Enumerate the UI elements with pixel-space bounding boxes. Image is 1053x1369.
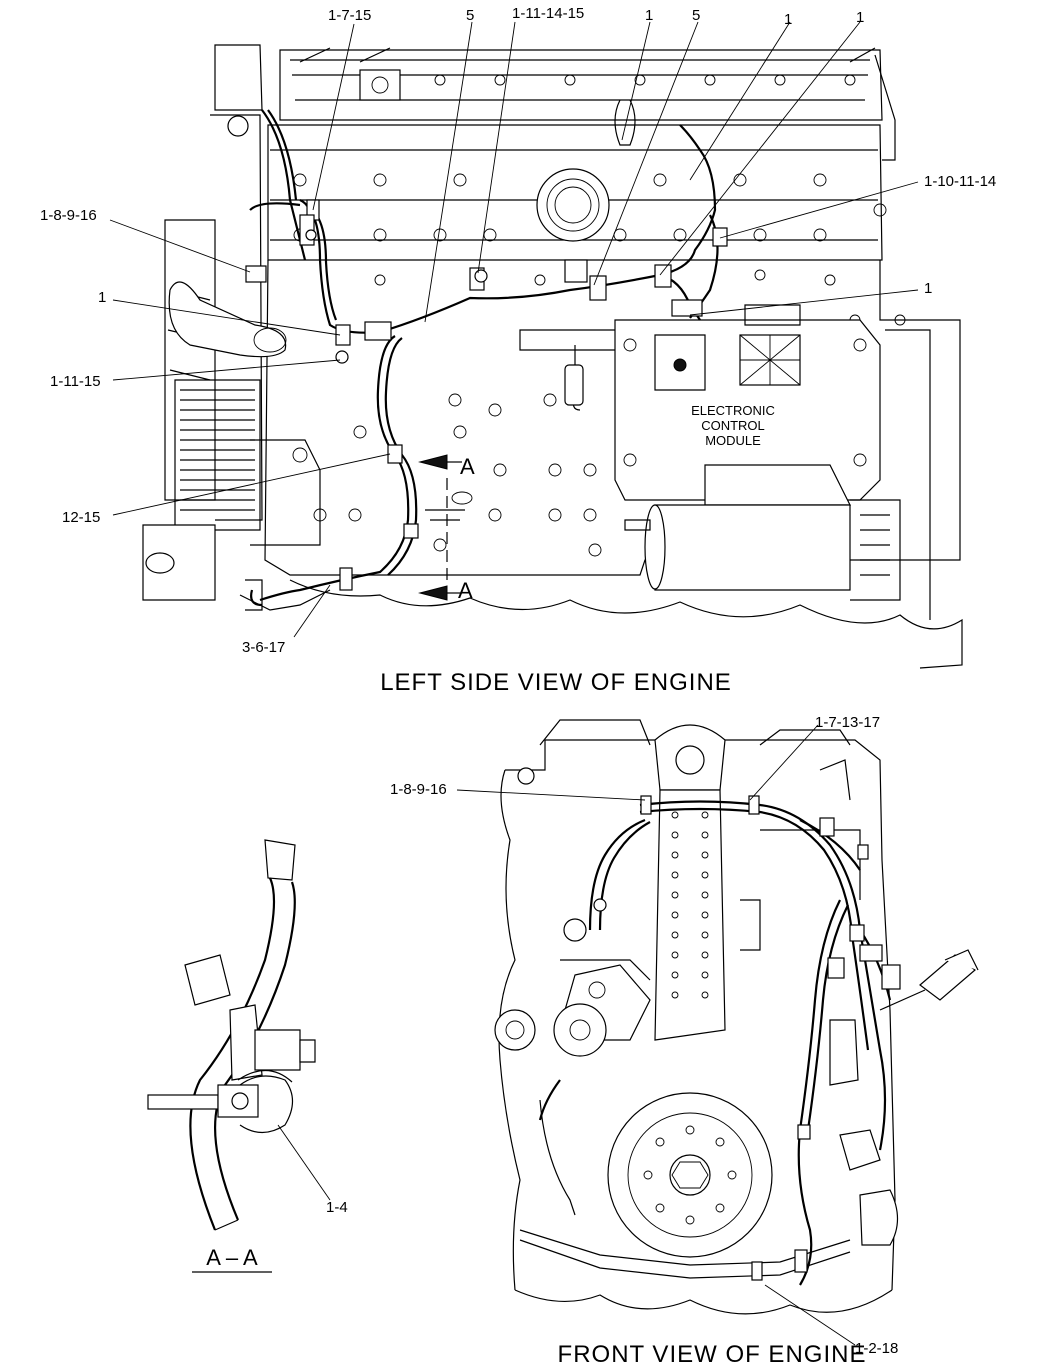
ecm-label-line-1: ELECTRONIC — [691, 403, 775, 418]
section-cut-markers: A A — [418, 454, 475, 603]
callout-5a: 5 — [466, 7, 474, 24]
callout-1e: 1 — [924, 280, 932, 297]
callout-3-6-17: 3-6-17 — [242, 639, 285, 656]
callout-1-11-15: 1-11-15 — [50, 373, 101, 390]
callout-1-11-14-15: 1-11-14-15 — [512, 5, 584, 22]
left-view-title: LEFT SIDE VIEW OF ENGINE — [380, 669, 732, 696]
left-callouts: 1-7-15 5 1-11-14-15 1 5 1 1 1-10-11-14 1… — [40, 5, 996, 656]
front-plate-holes — [671, 811, 709, 999]
starter-motor — [624, 464, 901, 601]
valve-cover — [279, 47, 896, 161]
left-leader-lines — [109, 21, 919, 638]
front-view-title: FRONT VIEW OF ENGINE — [558, 1341, 867, 1368]
callout-front-1-8-9-16: 1-8-9-16 — [390, 781, 447, 798]
cylinder-head — [267, 124, 887, 261]
callout-1b: 1 — [784, 11, 792, 28]
callout-5b: 5 — [692, 7, 700, 24]
ecm-label-line-3: MODULE — [705, 433, 761, 448]
callout-1-10-11-14: 1-10-11-14 — [924, 173, 996, 190]
front-callouts: 1-7-13-17 1-8-9-16 1-2-18 — [390, 714, 898, 1357]
front-wiring-harness — [538, 795, 901, 1286]
callout-1d: 1 — [98, 289, 106, 306]
front-leader-lines — [456, 724, 856, 1346]
section-title: A – A — [206, 1245, 258, 1270]
left-side-view: ELECTRONIC CONTROL MODULE — [40, 5, 996, 696]
callout-1-2-18: 1-2-18 — [855, 1340, 898, 1357]
section-marker-top: A — [460, 454, 475, 479]
front-accessories — [142, 44, 331, 611]
section-a-a-view: 1-4 A – A — [147, 839, 348, 1273]
wiring-harness — [245, 99, 728, 602]
callout-12-15: 12-15 — [62, 509, 100, 526]
section-marker-bottom: A — [458, 578, 473, 603]
electronic-control-module: ELECTRONIC CONTROL MODULE — [614, 304, 881, 501]
callout-1-7-13-17: 1-7-13-17 — [815, 714, 880, 731]
callout-1a: 1 — [645, 7, 653, 24]
callout-1c: 1 — [856, 9, 864, 26]
ecm-label-line-2: CONTROL — [701, 418, 765, 433]
callout-1-4: 1-4 — [326, 1199, 348, 1216]
front-view: 1-7-13-17 1-8-9-16 1-2-18 FRONT VIEW OF … — [390, 714, 979, 1368]
callout-1-7-15: 1-7-15 — [328, 7, 371, 24]
callout-1-8-9-16: 1-8-9-16 — [40, 207, 97, 224]
